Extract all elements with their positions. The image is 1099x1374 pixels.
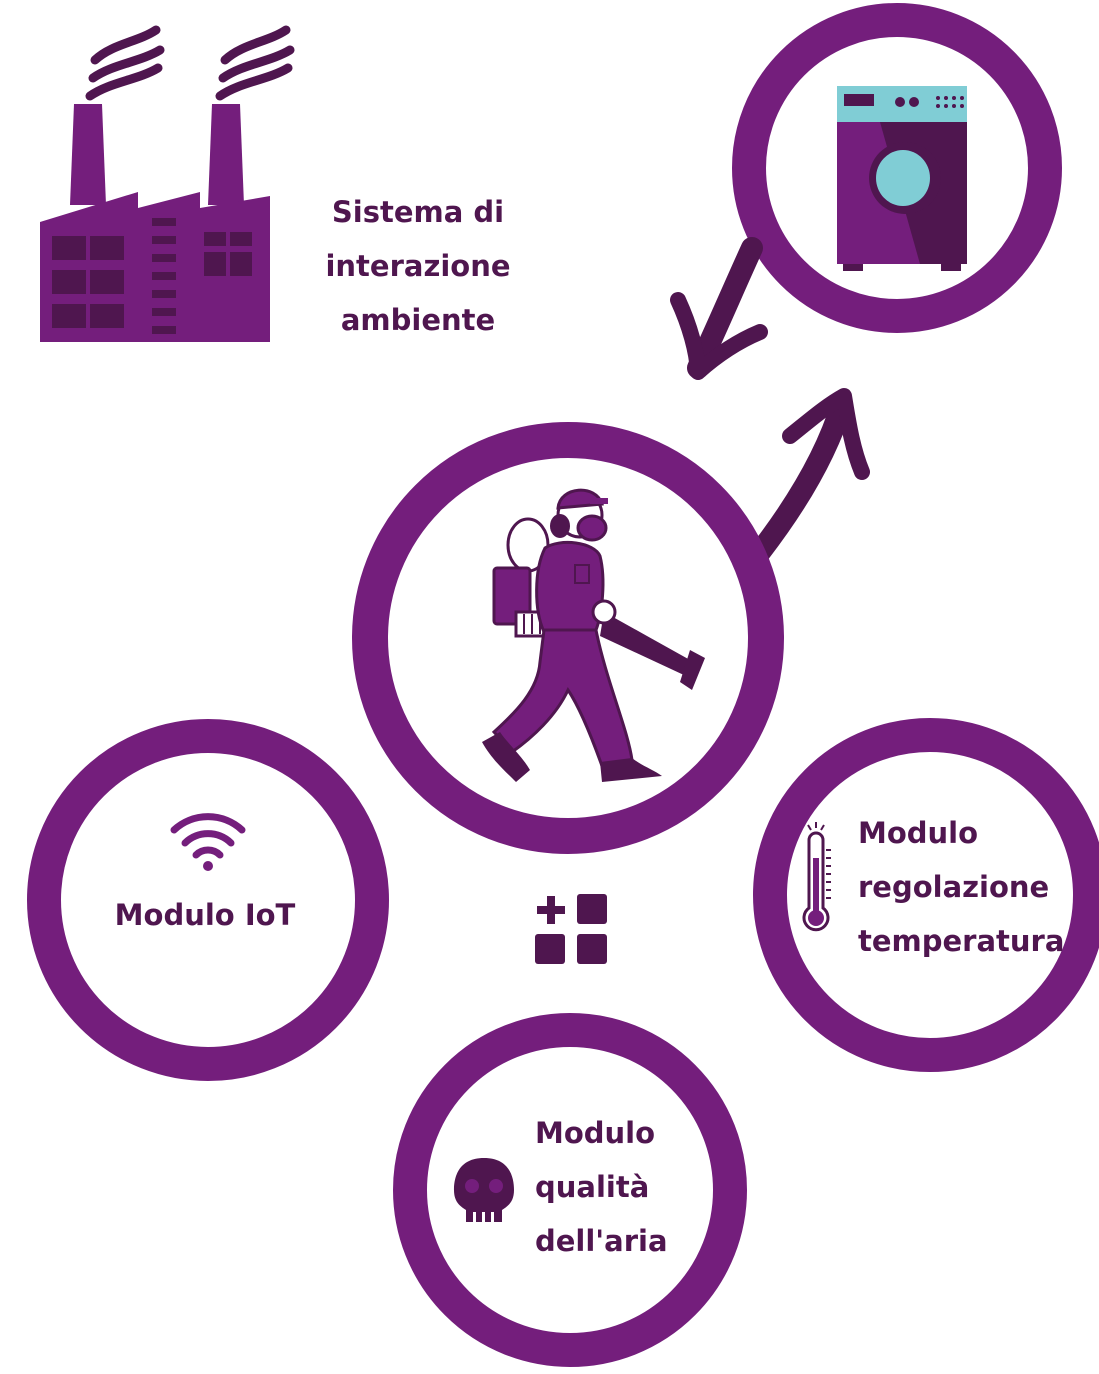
washing-machine-icon: [837, 86, 967, 271]
iot-module-label: Modulo IoT: [90, 889, 320, 943]
iot-module-label-text: Modulo IoT: [114, 898, 296, 932]
machine-node-circle: [732, 3, 1062, 333]
wifi-icon: [170, 813, 246, 871]
temperature-label-line: Modulo: [858, 816, 979, 850]
system-title-line: Sistema di: [331, 195, 505, 229]
air-quality-label-line: qualità: [535, 1169, 650, 1204]
temperature-label-line: regolazione: [858, 869, 1050, 904]
air-quality-module-label: Modulo qualità dell'aria: [535, 1107, 668, 1269]
temperature-module-label: Modulo regolazione temperatura: [858, 807, 1064, 969]
skull-icon: [454, 1158, 514, 1222]
air-quality-label-line: dell'aria: [535, 1223, 668, 1258]
add-module-icon: [535, 894, 607, 964]
system-title-line: interazione: [325, 248, 511, 283]
system-title-line: ambiente: [340, 302, 496, 337]
iot-node-circle: [27, 719, 389, 1081]
temperature-node-circle: [753, 718, 1099, 1072]
arrow-down-left-icon: [670, 237, 768, 380]
thermometer-icon: [802, 822, 831, 932]
worker-node-circle: [352, 422, 784, 854]
air-node-circle: [393, 1013, 747, 1367]
factory-icon: [40, 25, 295, 342]
temperature-label-line: temperatura: [858, 923, 1065, 958]
arrow-up-right-icon: [749, 388, 870, 563]
worker-blower-icon: [482, 488, 705, 782]
system-title: Sistema di interazione ambiente: [318, 186, 518, 348]
air-quality-label-line: Modulo: [535, 1116, 656, 1150]
